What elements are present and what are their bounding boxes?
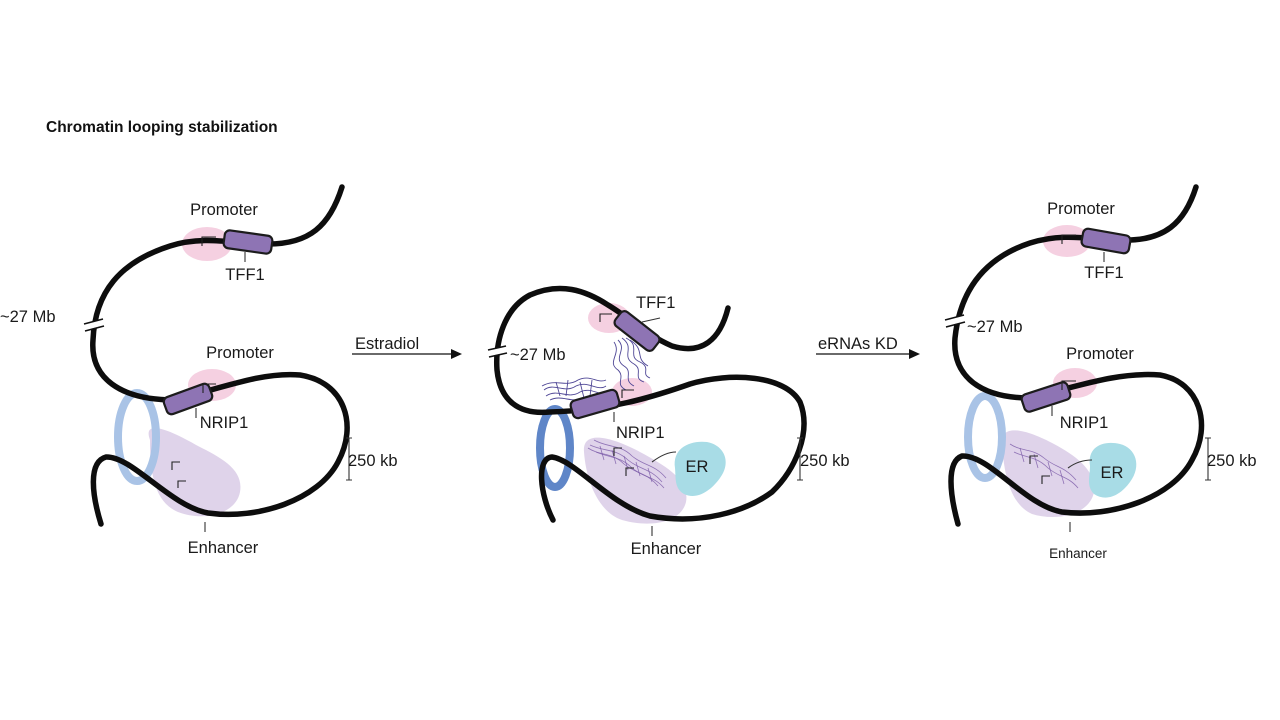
chromatin-fiber	[494, 285, 807, 523]
distance-break-mark	[487, 345, 507, 351]
nrip1-tss-arrow	[202, 383, 216, 393]
erna-cluster-tff1	[612, 337, 651, 391]
erna-coating-enhancer-residual	[1009, 443, 1079, 489]
enhancer-region	[148, 427, 241, 517]
promoter-top-label: Promoter	[190, 201, 258, 219]
scale-bracket	[797, 437, 803, 481]
tff1-gene	[222, 229, 274, 255]
cohesin-ring	[536, 405, 574, 491]
enhancer-label: Enhancer	[1049, 546, 1107, 561]
tff1-tss-arrow	[201, 236, 216, 246]
span-label: 250 kb	[800, 452, 850, 470]
nrip1-gene	[1020, 381, 1072, 413]
promoter-bottom-label: Promoter	[206, 344, 274, 362]
figure-title: Chromatin looping stabilization	[46, 119, 278, 136]
panel-estradiol: TFF1 ~27 Mb NRIP1 ER 250 kb Enhancer	[487, 285, 850, 558]
nrip1-gene	[569, 388, 621, 420]
estradiol-transition-arrow: Estradiol	[352, 335, 462, 359]
er-label: ER	[686, 458, 709, 476]
tff1-tss-arrow	[599, 313, 612, 322]
nrip1-gene	[162, 382, 214, 416]
nrip1-tss-arrow	[1061, 380, 1076, 390]
promoter-region-top	[1043, 225, 1091, 257]
promoter-top-label: Promoter	[1047, 200, 1115, 218]
promoter-bottom-label: Promoter	[1066, 345, 1134, 363]
enhancer-tss-arrow	[1029, 455, 1038, 464]
scale-bracket	[346, 437, 352, 481]
erna-kd-label: eRNAs KD	[818, 335, 898, 353]
arrow-head	[909, 349, 920, 359]
cohesin-ring	[964, 392, 1006, 482]
er-label: ER	[1101, 464, 1124, 482]
erna-kd-transition-arrow: eRNAs KD	[816, 335, 920, 359]
span-label: 250 kb	[1207, 452, 1257, 470]
estrogen-receptor	[1089, 442, 1137, 498]
estradiol-label: Estradiol	[355, 335, 419, 353]
estrogen-receptor	[674, 441, 726, 497]
distance-label: ~27 Mb	[967, 318, 1023, 336]
nrip1-label: NRIP1	[616, 424, 665, 442]
tff1-gene	[1080, 227, 1132, 255]
enhancer-label: Enhancer	[631, 540, 702, 558]
span-label: 250 kb	[348, 452, 398, 470]
distance-break-mark	[83, 318, 104, 325]
distance-break-mark	[944, 314, 965, 321]
enhancer-label: Enhancer	[188, 539, 259, 557]
scale-bracket	[1205, 437, 1211, 481]
enhancer-region	[1001, 430, 1095, 518]
promoter-region-top	[182, 227, 232, 261]
chromatin-fiber	[90, 184, 350, 527]
nrip1-label: NRIP1	[200, 414, 249, 432]
panel-basal: Promoter TFF1 ~27 Mb Promoter NRIP1 250 …	[0, 184, 398, 557]
panel-erna-knockdown: Promoter TFF1 ~27 Mb Promoter NRIP1 ER 2…	[944, 184, 1257, 561]
chromatin-fiber	[948, 184, 1205, 527]
tff1-tss-arrow	[1061, 234, 1076, 244]
tff1-label: TFF1	[1084, 264, 1123, 282]
enhancer-tss-arrow	[171, 461, 180, 470]
arrow-head	[451, 349, 462, 359]
enhancer-region	[583, 437, 687, 524]
nrip1-label: NRIP1	[1060, 414, 1109, 432]
nrip1-tss-arrow	[621, 389, 634, 398]
tff1-label: TFF1	[225, 266, 264, 284]
distance-label: ~27 Mb	[0, 308, 56, 326]
tff1-gene	[613, 310, 661, 352]
distance-label: ~27 Mb	[510, 346, 566, 364]
tff1-label: TFF1	[636, 294, 675, 312]
enhancer-tss-arrow	[613, 447, 622, 456]
